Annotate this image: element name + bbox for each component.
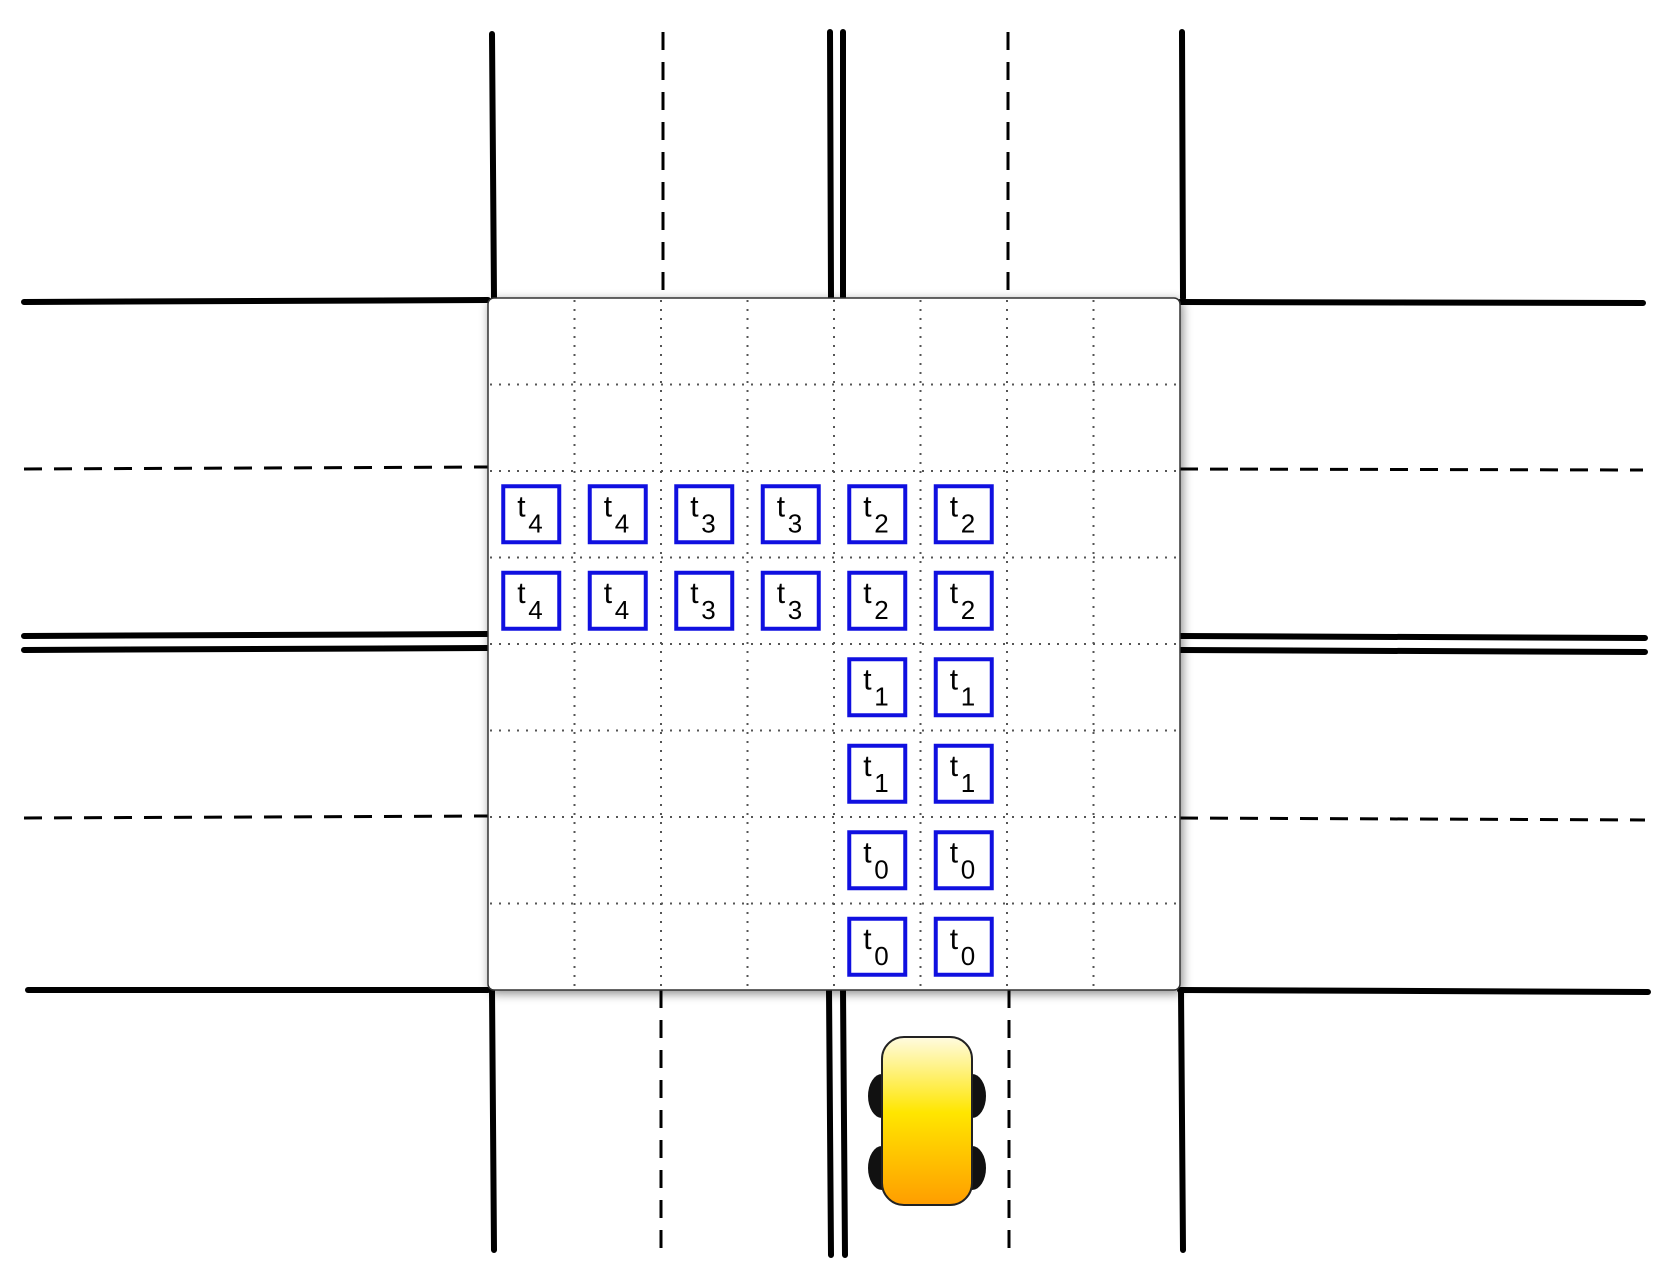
reservation-time-label: t (517, 490, 526, 523)
reservation-time-index: 2 (874, 508, 888, 538)
reservation-box (847, 916, 908, 977)
west-road (21, 297, 491, 993)
reservation-time-label: t (950, 663, 959, 696)
reservation-time-label: t (604, 577, 613, 610)
reservation-box (674, 570, 735, 631)
reservation-time-index: 1 (874, 681, 888, 711)
reservation-time-index: 3 (701, 595, 715, 625)
reservation-time-index: 1 (961, 768, 975, 798)
reservation-time-label: t (777, 490, 786, 523)
reservation-time-index: 4 (615, 508, 629, 538)
reservation-grid (490, 300, 1178, 988)
reservation-time-label: t (604, 490, 613, 523)
reservation-box (933, 743, 994, 804)
reservation-time-label: t (690, 490, 699, 523)
reservation-time-index: 2 (961, 595, 975, 625)
reservation-time-label: t (950, 836, 959, 869)
reservation-box (847, 743, 908, 804)
reservation-time-label: t (517, 577, 526, 610)
reservation-time-index: 4 (528, 508, 542, 538)
reservation-time-index: 2 (961, 508, 975, 538)
reservation-box (501, 484, 562, 545)
reservation-box (847, 484, 908, 545)
reservation-box (933, 484, 994, 545)
reservation-time-label: t (863, 836, 872, 869)
reservation-time-index: 0 (874, 854, 888, 884)
south-road (489, 987, 1186, 1258)
reservation-time-label: t (690, 577, 699, 610)
reservation-time-label: t (950, 490, 959, 523)
reservation-box (760, 484, 821, 545)
reservation-time-label: t (863, 663, 872, 696)
reservation-time-index: 0 (961, 854, 975, 884)
reservation-box (933, 830, 994, 891)
reservation-box (847, 657, 908, 718)
reservation-time-label: t (863, 490, 872, 523)
reservation-time-index: 4 (528, 595, 542, 625)
north-road (489, 29, 1186, 301)
reservation-time-index: 1 (874, 768, 888, 798)
reservation-time-index: 4 (615, 595, 629, 625)
reservation-box (847, 570, 908, 631)
reservation-box (587, 484, 648, 545)
reservation-time-label: t (863, 750, 872, 783)
reservation-box (674, 484, 735, 545)
reservation-time-index: 0 (874, 941, 888, 971)
reservation-time-index: 2 (874, 595, 888, 625)
reservation-time-label: t (950, 577, 959, 610)
reservation-time-index: 0 (961, 941, 975, 971)
east-road (1177, 299, 1651, 995)
reservation-time-label: t (950, 750, 959, 783)
reservation-box (933, 657, 994, 718)
reservation-box (933, 916, 994, 977)
reservation-box (501, 570, 562, 631)
reservation-time-label: t (777, 577, 786, 610)
reservation-box (933, 570, 994, 631)
reservation-box (847, 830, 908, 891)
car-icon (868, 1036, 986, 1206)
reservation-time-label: t (863, 577, 872, 610)
reservation-time-index: 3 (788, 595, 802, 625)
reservation-box (760, 570, 821, 631)
reservation-time-label: t (863, 923, 872, 956)
reservation-time-index: 3 (701, 508, 715, 538)
reservation-time-index: 1 (961, 681, 975, 711)
reservation-time-index: 3 (788, 508, 802, 538)
reservation-box (587, 570, 648, 631)
reservation-time-label: t (950, 923, 959, 956)
